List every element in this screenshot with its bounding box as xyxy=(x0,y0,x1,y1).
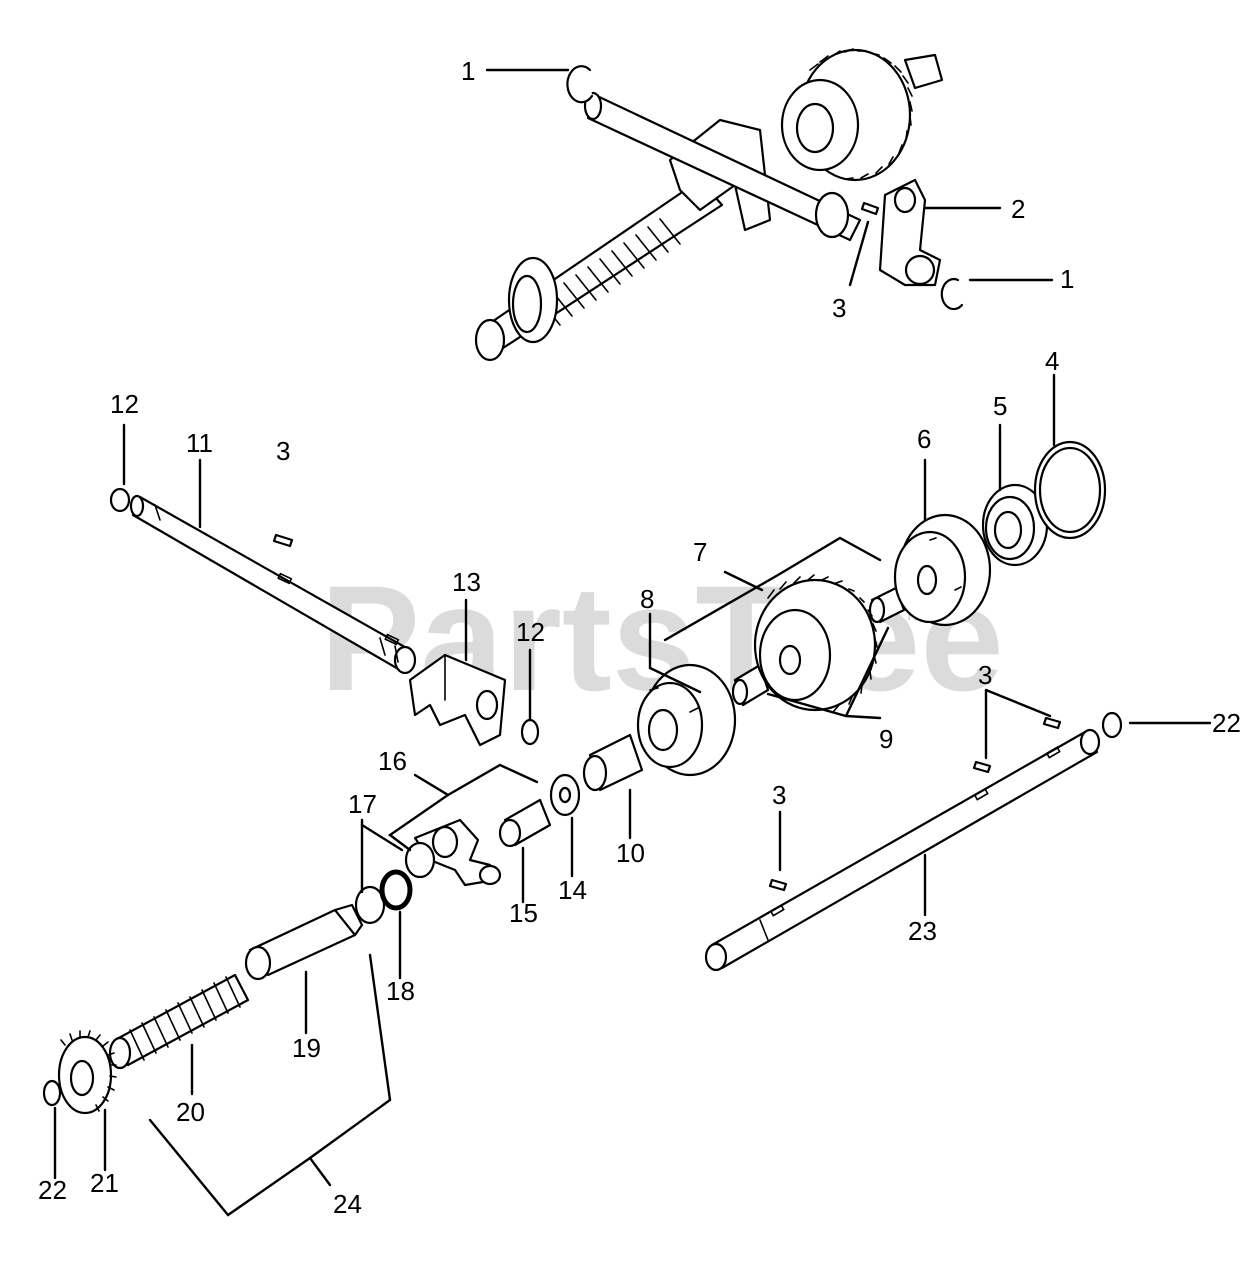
key-3-left xyxy=(272,533,294,548)
retaining-ring-22-left xyxy=(42,1079,62,1107)
callout-16: 16 xyxy=(378,746,407,776)
top-gear-stub xyxy=(903,53,944,90)
washer-17-upper xyxy=(404,841,436,879)
callout-7: 7 xyxy=(693,537,707,567)
callout-9: 9 xyxy=(879,724,893,754)
callout-11: 11 xyxy=(186,428,213,458)
key-3-right-upper xyxy=(1042,716,1062,730)
worm-20 xyxy=(108,973,250,1070)
gear-7-teeth xyxy=(767,574,878,712)
clutch-half-6 xyxy=(893,513,992,627)
clutch-half-8 xyxy=(636,663,737,777)
callout-15: 15 xyxy=(509,898,538,928)
shifter-16 xyxy=(413,818,502,887)
gear-21 xyxy=(57,1030,117,1115)
callout-13: 13 xyxy=(452,567,481,597)
top-key xyxy=(860,201,880,216)
shaft-23 xyxy=(704,728,1101,972)
callout-2: 2 xyxy=(1011,194,1025,224)
shifter-block-13 xyxy=(408,653,507,747)
washer-17-lower xyxy=(354,885,386,925)
top-c-clip-right xyxy=(940,277,964,311)
callout-22-right: 22 xyxy=(1212,708,1241,738)
top-assembly xyxy=(474,48,964,362)
callout-17: 17 xyxy=(348,789,377,819)
top-shaft-right-end xyxy=(814,191,850,239)
callout-21: 21 xyxy=(90,1168,119,1198)
callout-3-top: 3 xyxy=(832,293,846,323)
ball-bearing-5 xyxy=(981,483,1049,567)
callout-12-left: 12 xyxy=(110,389,139,419)
retaining-ring-12-right xyxy=(520,718,540,746)
callout-22-left: 22 xyxy=(38,1175,67,1205)
callout-5: 5 xyxy=(993,391,1007,421)
callout-10: 10 xyxy=(616,838,645,868)
top-shaft-end xyxy=(474,318,506,362)
callout-14: 14 xyxy=(558,875,587,905)
callout-8: 8 xyxy=(640,584,654,614)
callout-1-top-right: 1 xyxy=(1060,264,1074,294)
retaining-ring-22-right xyxy=(1101,711,1123,739)
callout-23: 23 xyxy=(908,916,937,946)
retaining-ring-12-left xyxy=(109,487,131,513)
callout-18: 18 xyxy=(386,976,415,1006)
callout-4: 4 xyxy=(1045,346,1059,376)
shaft-11 xyxy=(109,487,417,675)
callout-19: 19 xyxy=(292,1033,321,1063)
callout-3-left: 3 xyxy=(276,436,290,466)
callout-3-right-upper: 3 xyxy=(978,660,992,690)
callout-20: 20 xyxy=(176,1097,205,1127)
seal-18 xyxy=(379,869,413,911)
top-c-clip-left xyxy=(566,65,594,104)
callout-24: 24 xyxy=(333,1189,362,1219)
leader-lines xyxy=(53,68,1212,1217)
callout-labels: 1 2 3 1 12 11 3 4 5 6 13 12 7 8 16 17 14… xyxy=(38,56,1241,1219)
callout-3-right-lower: 3 xyxy=(772,780,786,810)
callout-6: 6 xyxy=(917,424,931,454)
callout-1-top-left: 1 xyxy=(461,56,475,86)
key-3-right-lower xyxy=(972,760,992,774)
top-gear-teeth xyxy=(809,48,913,180)
callout-12-right: 12 xyxy=(516,617,545,647)
key-3-right-bottom xyxy=(768,878,788,892)
gear-7 xyxy=(753,574,878,712)
